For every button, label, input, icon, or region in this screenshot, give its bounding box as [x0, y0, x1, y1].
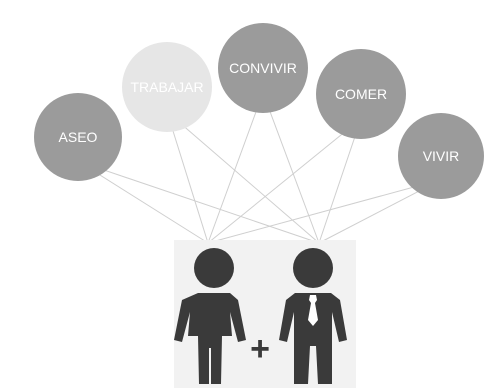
concept-bubble-vivir: VIVIR — [398, 113, 484, 199]
connector-convivir-man — [262, 92, 320, 244]
connector-comer-man — [318, 118, 362, 244]
connector-aseo-man — [77, 160, 320, 244]
concept-circle-trabajar — [122, 42, 212, 132]
concept-label-convivir: CONVIVIR — [229, 60, 297, 76]
connector-lines — [77, 92, 442, 244]
man-icon — [279, 248, 347, 384]
concept-bubble-trabajar: TRABAJAR — [122, 42, 212, 132]
connector-comer-woman — [207, 118, 362, 244]
connector-trabajar-man — [166, 111, 320, 244]
concept-label-vivir: VIVIR — [423, 148, 460, 164]
connector-convivir-woman — [207, 92, 264, 244]
concept-circle-convivir — [218, 23, 308, 113]
concept-label-comer: COMER — [335, 86, 387, 102]
couple-panel: + — [174, 240, 356, 388]
concept-bubble-aseo: ASEO — [34, 93, 122, 181]
concept-label-aseo: ASEO — [59, 129, 98, 145]
plus-symbol: + — [250, 330, 270, 368]
concept-circle-comer — [316, 49, 406, 139]
concept-circle-vivir — [398, 113, 484, 199]
connector-vivir-woman — [207, 179, 442, 244]
concept-bubble-comer: COMER — [316, 49, 406, 139]
woman-icon — [174, 248, 246, 384]
concept-circle-aseo — [34, 93, 122, 181]
connector-trabajar-woman — [166, 111, 209, 244]
concept-bubbles: ASEO TRABAJAR CONVIVIR COMER VIVIR — [34, 23, 484, 199]
tie-icon — [308, 295, 318, 326]
concept-bubble-convivir: CONVIVIR — [218, 23, 308, 113]
concept-label-trabajar: TRABAJAR — [130, 79, 203, 95]
